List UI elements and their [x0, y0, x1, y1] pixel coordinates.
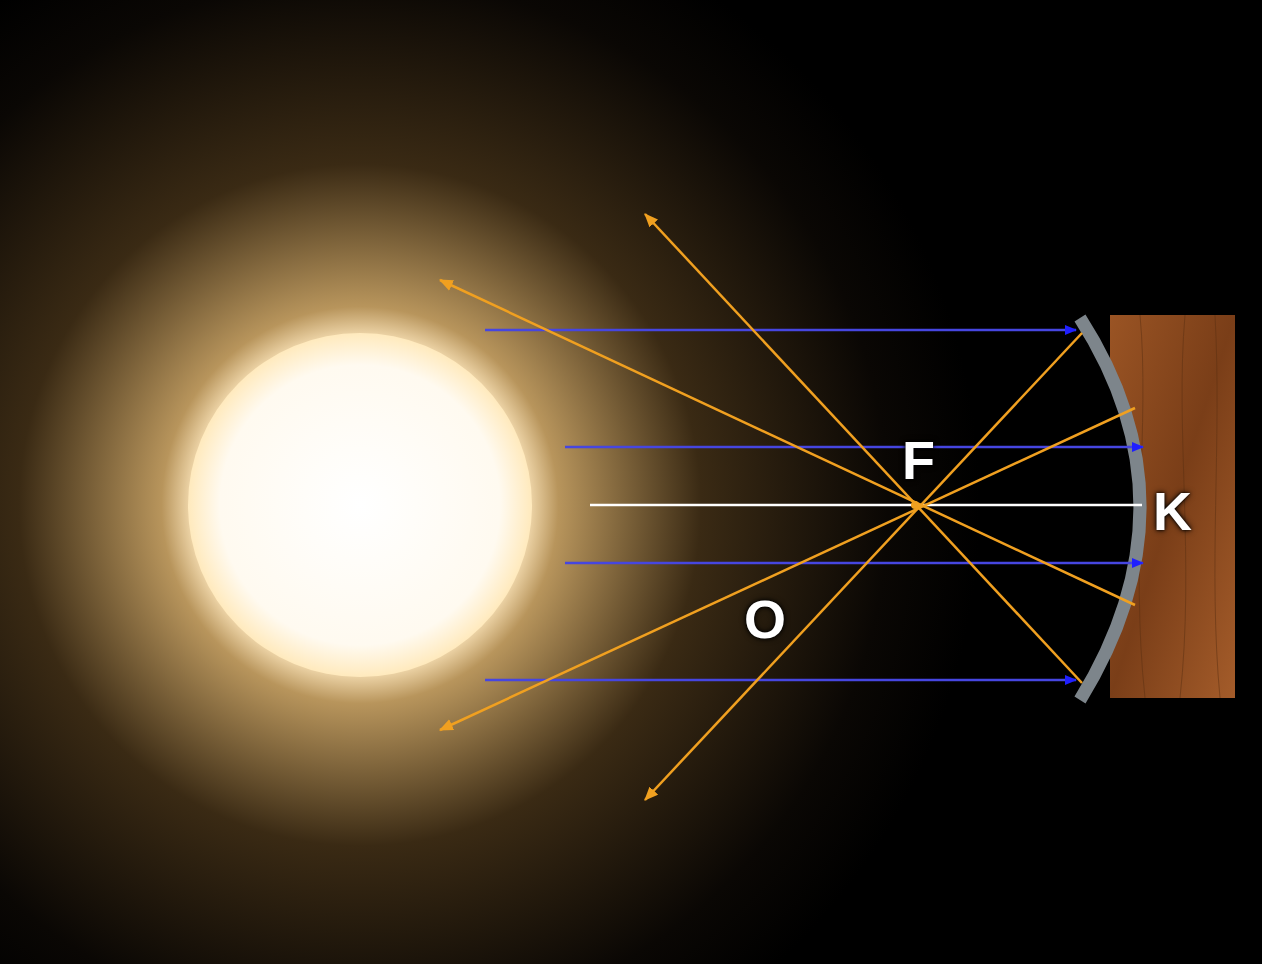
- point-label: O: [744, 592, 786, 646]
- concave-mirror: [1080, 318, 1140, 700]
- point-label: F: [902, 433, 935, 487]
- wood-grain: [1139, 315, 1220, 698]
- focus-point: [911, 501, 919, 509]
- principal-axis: [590, 504, 1142, 507]
- reflected-rays: [440, 214, 1135, 800]
- incident-rays: [485, 330, 1143, 680]
- point-label: K: [1153, 484, 1192, 538]
- sun: [188, 333, 532, 677]
